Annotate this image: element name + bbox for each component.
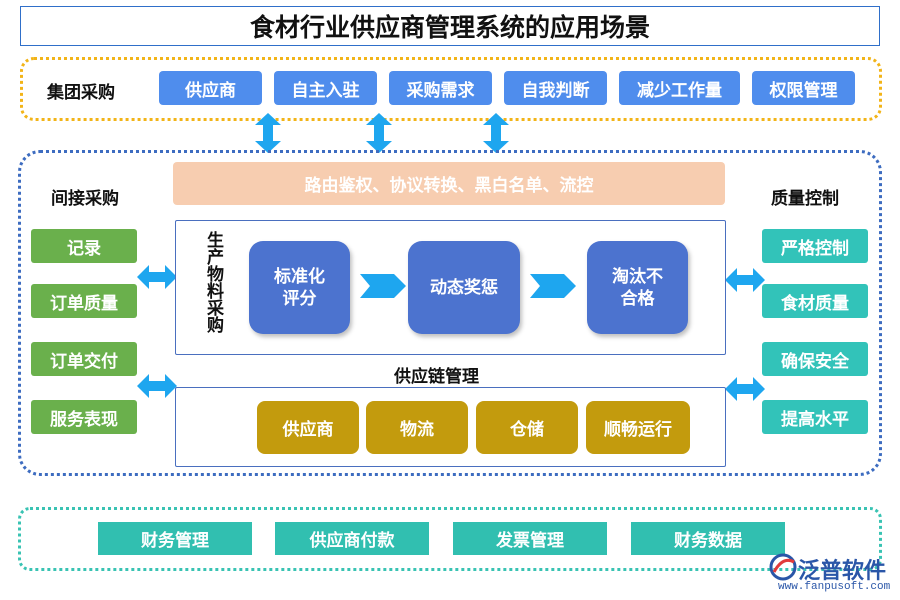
brand-logo-icon: [769, 553, 797, 581]
quality-item-strict-control[interactable]: 严格控制: [762, 229, 868, 263]
vertical-double-arrow-1: [255, 113, 281, 153]
vertical-double-arrow-2: [366, 113, 392, 153]
quality-item-ensure-safety[interactable]: 确保安全: [762, 342, 868, 376]
group-item-self-judgment[interactable]: 自我判断: [504, 71, 607, 105]
finance-item-supplier-payment[interactable]: 供应商付款: [275, 522, 429, 555]
step-dynamic-rewards[interactable]: 动态奖惩: [408, 241, 520, 334]
indirect-item-service-performance[interactable]: 服务表现: [31, 400, 137, 434]
quality-control-label: 质量控制: [771, 189, 839, 209]
supply-chain-label: 供应链管理: [394, 367, 479, 387]
group-item-reduce-workload[interactable]: 减少工作量: [619, 71, 740, 105]
group-item-purchase-demand[interactable]: 采购需求: [389, 71, 492, 105]
finance-frame: [18, 507, 882, 571]
group-item-supplier[interactable]: 供应商: [159, 71, 262, 105]
group-purchase-frame: [20, 57, 882, 121]
group-item-self-onboarding[interactable]: 自主入驻: [274, 71, 377, 105]
indirect-item-order-quality[interactable]: 订单质量: [31, 284, 137, 318]
step-standardized-scoring[interactable]: 标准化 评分: [249, 241, 350, 334]
supply-item-supplier[interactable]: 供应商: [257, 401, 359, 454]
supply-item-warehousing[interactable]: 仓储: [476, 401, 578, 454]
right-double-arrow-bottom: [725, 377, 765, 401]
supply-item-logistics[interactable]: 物流: [366, 401, 468, 454]
left-double-arrow-bottom: [137, 374, 177, 398]
indirect-purchase-label: 间接采购: [51, 189, 119, 209]
page-title: 食材行业供应商管理系统的应用场景: [20, 6, 880, 46]
production-procurement-label: 生产物料采购: [203, 231, 223, 333]
main-frame: [18, 150, 882, 476]
supply-item-smooth-operation[interactable]: 顺畅运行: [586, 401, 690, 454]
right-double-arrow-top: [725, 268, 765, 292]
finance-item-financial-data[interactable]: 财务数据: [631, 522, 785, 555]
quality-item-food-quality[interactable]: 食材质量: [762, 284, 868, 318]
finance-item-invoice-management[interactable]: 发票管理: [453, 522, 607, 555]
left-double-arrow-top: [137, 265, 177, 289]
group-item-permission-management[interactable]: 权限管理: [752, 71, 855, 105]
chevron-arrow-1: [360, 274, 406, 298]
chevron-arrow-2: [530, 274, 576, 298]
finance-item-management[interactable]: 财务管理: [98, 522, 252, 555]
vertical-double-arrow-3: [483, 113, 509, 153]
quality-item-improve-level[interactable]: 提高水平: [762, 400, 868, 434]
indirect-item-order-delivery[interactable]: 订单交付: [31, 342, 137, 376]
step-eliminate-unqualified[interactable]: 淘汰不 合格: [587, 241, 688, 334]
protocol-bar: 路由鉴权、协议转换、黑白名单、流控: [173, 162, 725, 205]
indirect-item-record[interactable]: 记录: [31, 229, 137, 263]
brand-url: www.fanpusoft.com: [778, 581, 891, 593]
group-purchase-label: 集团采购: [47, 83, 115, 103]
brand-logo-text: 泛普软件: [798, 559, 887, 584]
